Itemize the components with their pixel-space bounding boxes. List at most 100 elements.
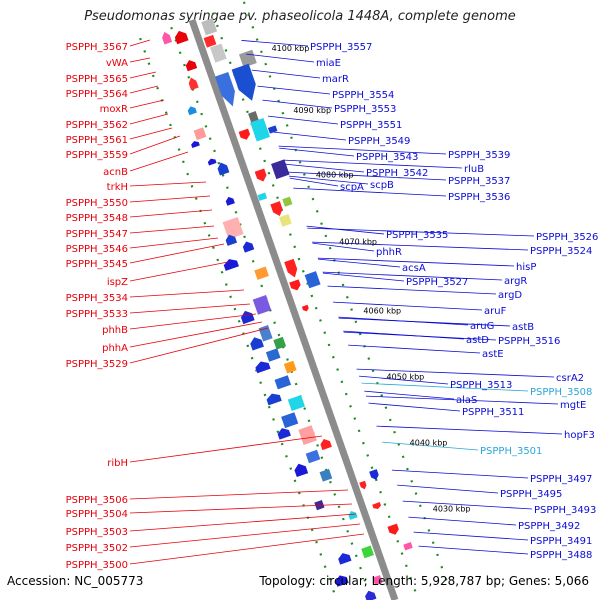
leader-line — [338, 316, 469, 326]
gene-arrow — [242, 241, 255, 253]
gene-label-pspph-3542: PSPPH_3542 — [366, 168, 428, 179]
gene-feature — [279, 214, 292, 227]
gene-feature — [289, 279, 301, 291]
gene-label-pspph-3504: PSPPH_3504 — [66, 509, 128, 520]
gene-label-marr: marR — [322, 74, 349, 85]
gene-label-aste: astE — [482, 349, 504, 360]
gene-label-pspph-3506: PSPPH_3506 — [66, 495, 128, 506]
gene-feature — [174, 30, 189, 45]
gene-feature — [369, 469, 379, 480]
leader-line — [391, 469, 529, 479]
gene-feature — [258, 325, 273, 342]
leader-line — [129, 113, 169, 125]
gene-feature — [266, 393, 282, 406]
gene-feature — [255, 361, 271, 374]
gene-block — [282, 196, 293, 207]
leader-line — [293, 187, 447, 197]
gene-label-pspph-3537: PSPPH_3537 — [448, 176, 510, 187]
leader-line — [284, 163, 365, 173]
gene-arrow — [207, 158, 217, 166]
gene-arrow — [225, 234, 238, 246]
leader-line — [129, 99, 165, 109]
gene-label-phhb: phhB — [102, 325, 128, 336]
leader-line — [129, 243, 225, 264]
gene-label-pspph-3539: PSPPH_3539 — [448, 150, 510, 161]
gene-label-pspph-3549: PSPPH_3549 — [348, 136, 410, 147]
gene-label-pspph-3492: PSPPH_3492 — [518, 521, 580, 532]
gene-feature — [277, 428, 291, 440]
gene-block — [403, 542, 413, 551]
gene-arrow — [240, 310, 255, 325]
leader-line — [129, 151, 189, 172]
gene-label-pspph-3511: PSPPH_3511 — [462, 407, 524, 418]
gene-block — [279, 214, 292, 227]
gene-feature — [319, 468, 333, 482]
leader-line — [343, 331, 497, 341]
gene-feature — [270, 201, 283, 217]
gene-arrow — [284, 258, 298, 278]
gene-feature — [359, 480, 367, 490]
leader-line — [129, 523, 361, 548]
gene-feature — [225, 196, 235, 206]
leader-line — [129, 261, 229, 282]
kbp-marker: 4070 kbp — [339, 237, 377, 246]
gene-label-astb: astB — [512, 322, 534, 333]
leader-line — [129, 57, 151, 63]
gene-label-pspph-3495: PSPPH_3495 — [500, 489, 562, 500]
gene-arrow — [289, 279, 301, 291]
gene-feature — [320, 438, 332, 451]
gene-feature — [271, 159, 290, 180]
leader-line — [333, 301, 483, 311]
leader-line — [257, 85, 331, 95]
gene-arrow — [188, 77, 199, 91]
gene-label-miae: miaE — [316, 58, 341, 69]
leader-line — [361, 382, 529, 392]
gene-block — [298, 425, 317, 445]
gene-feature — [281, 412, 299, 429]
leader-line — [408, 516, 517, 526]
leader-line — [251, 69, 321, 79]
gene-label-pspph-3497: PSPPH_3497 — [530, 474, 592, 485]
leader-line — [359, 375, 449, 385]
gene-feature — [304, 271, 321, 289]
gene-arrow — [254, 168, 267, 182]
leader-line — [312, 241, 529, 251]
gene-feature — [387, 523, 399, 535]
gene-label-hisp: hisP — [516, 262, 536, 273]
gene-feature — [274, 375, 292, 390]
gene-feature — [361, 545, 374, 559]
gene-feature — [335, 575, 349, 587]
gene-feature — [365, 590, 377, 600]
gene-feature — [191, 141, 200, 149]
leader-line — [356, 368, 555, 378]
gene-label-pspph-3533: PSPPH_3533 — [66, 309, 128, 320]
gene-label-pspph-3565: PSPPH_3565 — [66, 74, 128, 85]
gene-feature — [225, 234, 238, 246]
gene-feature — [305, 449, 321, 464]
leader-line — [413, 531, 529, 541]
kbp-marker: 4060 kbp — [363, 306, 401, 315]
gene-arrow — [191, 141, 200, 149]
gene-feature — [201, 18, 218, 36]
gene-label-pspph-3508: PSPPH_3508 — [530, 387, 592, 398]
gene-label-pspph-3536: PSPPH_3536 — [448, 192, 510, 203]
leader-line — [129, 321, 263, 348]
gene-block — [305, 449, 321, 464]
gene-arrow — [255, 361, 271, 374]
gene-feature — [231, 63, 256, 101]
gene-block — [319, 468, 333, 482]
gene-feature — [257, 192, 268, 201]
gene-label-pspph-3543: PSPPH_3543 — [356, 152, 418, 163]
gene-label-hopf3: hopF3 — [564, 430, 595, 441]
gene-label-pspph-3503: PSPPH_3503 — [66, 527, 128, 538]
gene-arrow — [335, 575, 349, 587]
gene-label-argd: argD — [498, 290, 522, 301]
gene-label-scpb: scpB — [370, 180, 394, 191]
gene-feature — [282, 196, 293, 207]
gene-arrow — [359, 480, 367, 490]
gene-arrow — [187, 106, 197, 116]
leader-line — [129, 513, 357, 532]
leader-line — [307, 227, 535, 237]
gene-label-pspph-3527: PSPPH_3527 — [406, 277, 468, 288]
